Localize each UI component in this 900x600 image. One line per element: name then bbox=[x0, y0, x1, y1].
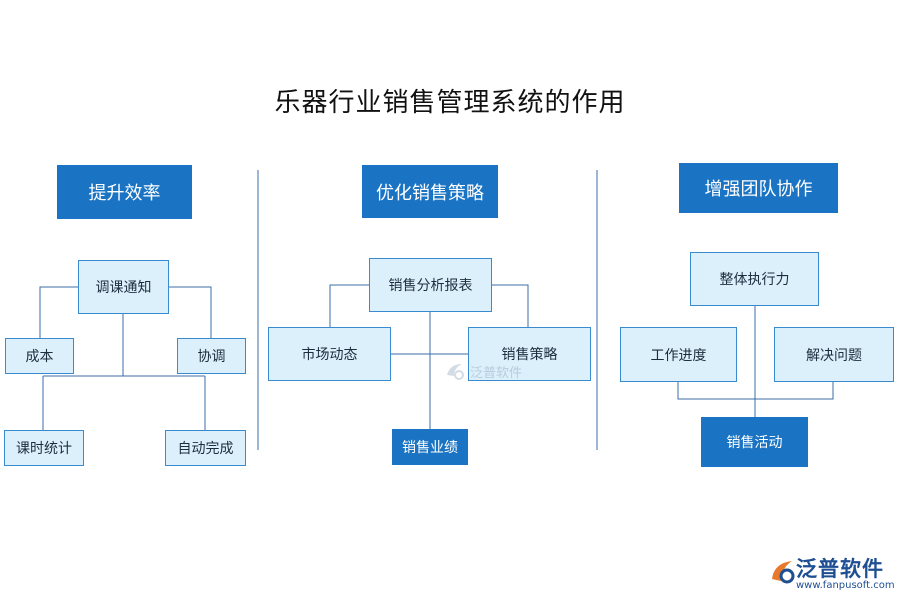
node-cost: 成本 bbox=[5, 338, 74, 374]
node-problem-solving: 解决问题 bbox=[774, 327, 894, 382]
node-sales-strategy: 销售策略 bbox=[468, 327, 591, 381]
watermark: 泛普软件 bbox=[444, 358, 554, 384]
node-coordination: 协调 bbox=[177, 338, 246, 374]
header-improve-efficiency: 提升效率 bbox=[57, 165, 192, 219]
link-report-market bbox=[329, 284, 370, 328]
watermark-text: 泛普软件 bbox=[470, 365, 523, 381]
link-report-strategy bbox=[491, 284, 529, 328]
link-progress-solve bbox=[677, 382, 834, 400]
node-work-progress: 工作进度 bbox=[620, 327, 737, 382]
node-overall-execution: 整体执行力 bbox=[690, 252, 819, 306]
header-team-collaboration: 增强团队协作 bbox=[679, 163, 838, 213]
link-notice-cost bbox=[39, 286, 79, 338]
node-sales-activities: 销售活动 bbox=[701, 417, 808, 467]
node-sales-report: 销售分析报表 bbox=[369, 258, 492, 312]
node-class-notice: 调课通知 bbox=[78, 260, 169, 314]
link-notice-coord bbox=[168, 286, 212, 338]
header-optimize-strategy: 优化销售策略 bbox=[362, 165, 498, 218]
node-class-hours-stats: 课时统计 bbox=[4, 430, 84, 466]
logo-name: 泛普软件 bbox=[796, 557, 884, 581]
diagram-title: 乐器行业销售管理系统的作用 bbox=[274, 88, 626, 118]
watermark-logo-icon bbox=[447, 364, 464, 380]
fanpu-logo-icon bbox=[772, 561, 795, 584]
node-market-trends: 市场动态 bbox=[268, 327, 391, 381]
node-auto-complete: 自动完成 bbox=[165, 430, 246, 466]
logo-url: www.fanpusoft.com bbox=[796, 580, 895, 591]
node-sales-results: 销售业绩 bbox=[392, 429, 468, 465]
brand-logo: 泛普软件 www.fanpusoft.com bbox=[770, 553, 895, 598]
